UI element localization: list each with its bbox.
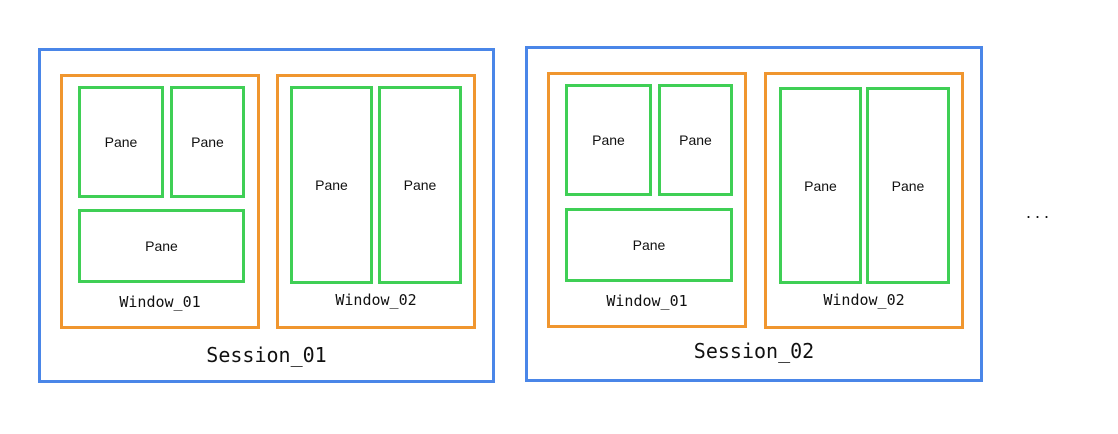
session-label: Session_01 [206, 343, 327, 367]
session-box: Pane Pane Pane Window_01 Pane Pane Windo… [525, 46, 983, 382]
pane-box: Pane [779, 87, 862, 284]
window-label: Window_02 [335, 291, 417, 309]
window-box: Pane Pane Window_02 [764, 72, 964, 329]
pane-label: Pane [145, 238, 178, 254]
window-label: Window_01 [606, 292, 688, 310]
pane-box: Pane [78, 86, 164, 198]
pane-box: Pane [565, 208, 733, 282]
pane-label: Pane [679, 132, 712, 148]
window-label: Window_01 [119, 293, 201, 311]
session-label: Session_02 [693, 339, 815, 363]
pane-box: Pane [565, 84, 652, 196]
pane-label: Pane [592, 132, 625, 148]
pane-box: Pane [78, 209, 245, 283]
window-box: Pane Pane Window_02 [276, 74, 476, 329]
pane-label: Pane [804, 177, 837, 194]
session-box: Pane Pane Pane Window_01 Pane Pane Windo… [38, 48, 495, 383]
window-label: Window_02 [823, 291, 905, 309]
pane-box: Pane [170, 86, 245, 198]
more-sessions-ellipsis: ... [1026, 202, 1054, 222]
pane-label: Pane [891, 177, 925, 194]
pane-box: Pane [866, 87, 950, 284]
pane-box: Pane [378, 86, 462, 284]
window-box: Pane Pane Pane Window_01 [60, 74, 260, 329]
window-box: Pane Pane Pane Window_01 [547, 72, 747, 328]
pane-box: Pane [658, 84, 733, 196]
pane-label: Pane [315, 177, 348, 193]
pane-label: Pane [632, 237, 666, 253]
pane-label: Pane [403, 177, 437, 193]
pane-label: Pane [104, 134, 138, 150]
pane-box: Pane [290, 86, 373, 284]
pane-label: Pane [191, 134, 224, 150]
